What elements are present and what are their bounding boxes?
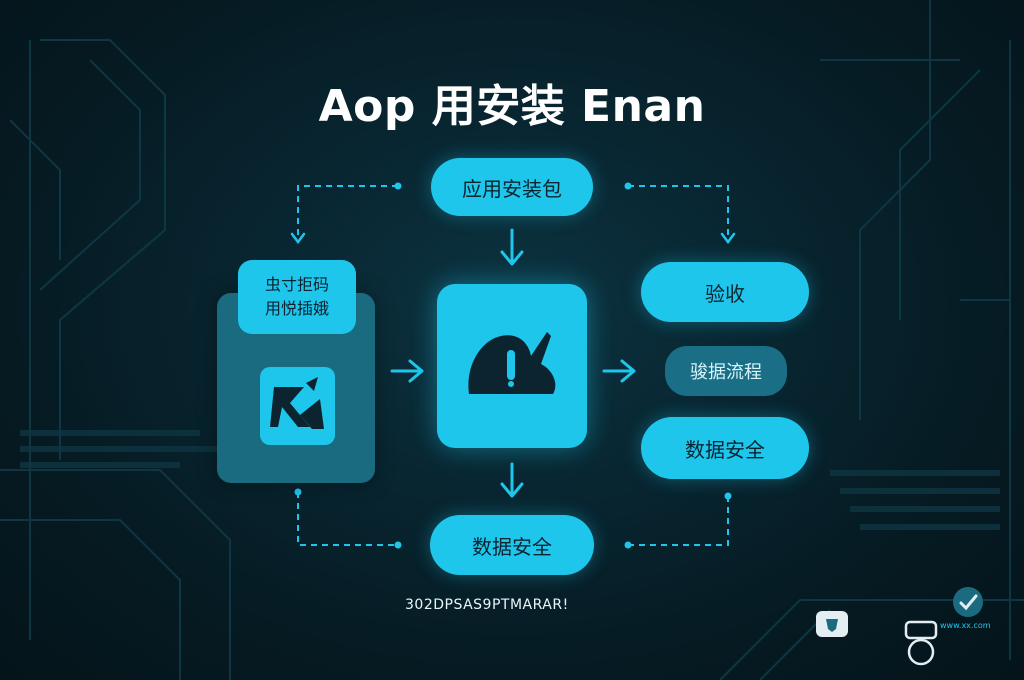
center-card[interactable]: [437, 284, 587, 448]
node-right-bottom[interactable]: 数据安全: [641, 417, 809, 479]
footer-code: 302DPSAS9PTMARAR!: [405, 597, 569, 613]
brand-glyph-icon: [260, 367, 335, 445]
arrow-center-to-bottom: [500, 462, 524, 498]
connector-bottom-right: [628, 496, 729, 546]
node-right-top[interactable]: 验收: [641, 262, 809, 322]
corner-caption: www.xx.com: [940, 621, 991, 630]
node-bottom[interactable]: 数据安全: [430, 515, 594, 575]
diagram-title: Aop 用安装 Enan: [318, 81, 706, 132]
shield-badge-icon: [816, 611, 848, 637]
arrow-left-to-center: [390, 359, 424, 383]
arrow-center-to-right: [602, 359, 636, 383]
left-card-label: 虫寸拒码 用悦插娥: [238, 260, 356, 334]
connector-top-left: [297, 185, 398, 236]
left-card-label-line1: 虫寸拒码: [264, 275, 329, 294]
app-install-icon: [468, 332, 556, 394]
connector-bottom-left: [297, 492, 398, 546]
lock-outline-icon: [904, 620, 938, 666]
left-card-label-line2: 用悦插娥: [264, 299, 329, 318]
node-right-middle[interactable]: 骏据流程: [665, 346, 787, 396]
connector-top-right: [628, 185, 729, 236]
check-circle-icon: [953, 587, 983, 617]
node-top[interactable]: 应用安装包: [431, 158, 593, 216]
arrow-top-to-center: [500, 228, 524, 266]
